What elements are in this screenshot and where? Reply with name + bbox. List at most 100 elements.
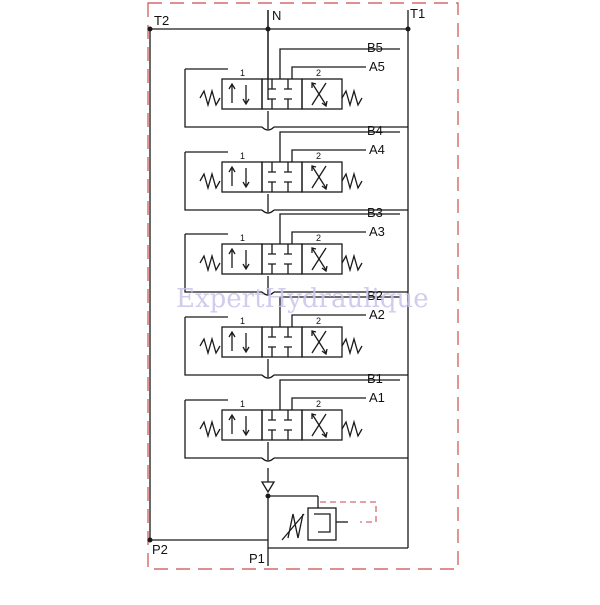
section-2-spool-box-2 <box>261 326 303 358</box>
section-1-crossover <box>261 457 275 462</box>
section-4-frame-left <box>184 152 262 211</box>
section-3-arrow-cross-2 <box>311 247 327 271</box>
port-label-t1: T1 <box>410 6 426 21</box>
position-label-left: 1 <box>240 151 246 161</box>
relief-valve-flow <box>314 513 331 533</box>
port-label-a: A5 <box>369 59 385 74</box>
section-2-block-3 <box>268 346 276 357</box>
section-4-block-1 <box>268 162 276 173</box>
section-2-frame-left <box>184 317 262 376</box>
section-2-port-a-line <box>291 314 366 327</box>
section-3-spring-left <box>199 253 221 273</box>
section-1-port-a-line <box>291 397 366 410</box>
watermark: ExpertHydraulique <box>176 284 429 314</box>
section-2-crossover <box>261 374 275 379</box>
position-label-left: 1 <box>240 68 246 78</box>
port-label-b: B2 <box>367 288 383 303</box>
section-1-arrow-down <box>242 416 250 437</box>
section-3-port-a-line <box>291 231 366 244</box>
section-1-frame-left <box>184 400 262 459</box>
section-5-arrow-down <box>242 85 250 106</box>
port-label-a: A2 <box>369 307 385 322</box>
section-1-arrow-cross-2 <box>311 413 327 437</box>
section-5-frame-left <box>184 69 262 128</box>
section-2-arrow-up <box>228 330 236 351</box>
section-5-spool-box-1 <box>221 78 263 110</box>
port-label-b: B3 <box>367 205 383 220</box>
section-5-crossover <box>261 126 275 131</box>
junction-dot <box>405 26 411 32</box>
section-4-port-b-line <box>279 131 400 162</box>
section-2-block-4 <box>284 346 292 357</box>
relief-valve-body <box>307 507 337 541</box>
port-label-p1: P1 <box>249 551 265 566</box>
port-label-a: A4 <box>369 142 385 157</box>
position-label-left: 1 <box>240 316 246 326</box>
section-5-block-4 <box>284 98 292 109</box>
section-5-block-3 <box>268 98 276 109</box>
section-2-port-b-line <box>279 296 400 327</box>
section-2-spring-right <box>341 336 363 356</box>
section-5-spring-left <box>199 88 221 108</box>
section-4-crossover <box>261 209 275 214</box>
position-label-left: 1 <box>240 233 246 243</box>
section-3-block-3 <box>268 263 276 274</box>
section-5-spring-right <box>341 88 363 108</box>
section-4-arrow-cross-2 <box>311 165 327 189</box>
section-4-block-3 <box>268 181 276 192</box>
section-5-block-2 <box>284 79 292 90</box>
port-label-a: A1 <box>369 390 385 405</box>
section-4-block-2 <box>284 162 292 173</box>
section-1-block-4 <box>284 429 292 440</box>
port-label-n: N <box>272 8 282 23</box>
section-2-block-1 <box>268 327 276 338</box>
section-4-arrow-up <box>228 165 236 186</box>
section-3-spring-right <box>341 253 363 273</box>
relief-spring <box>287 513 304 539</box>
section-3-arrow-up <box>228 247 236 268</box>
section-4-arrow-down <box>242 168 250 189</box>
section-1-spring-right <box>341 419 363 439</box>
section-5-port-a-line <box>291 66 366 79</box>
junction-dot <box>147 26 153 32</box>
section-5-arrow-cross-2 <box>311 82 327 106</box>
position-label-right: 2 <box>316 316 322 326</box>
section-3-port-b-line <box>279 213 400 244</box>
junction-dot <box>147 537 153 543</box>
section-1-spool-box-2 <box>261 409 303 441</box>
section-4-block-4 <box>284 181 292 192</box>
position-label-right: 2 <box>316 68 322 78</box>
section-2-arrow-down <box>242 333 250 354</box>
section-2-spring-left <box>199 336 221 356</box>
section-3-frame-left <box>184 234 262 293</box>
section-1-block-1 <box>268 410 276 421</box>
position-label-left: 1 <box>240 399 246 409</box>
section-1-arrow-up <box>228 413 236 434</box>
port-label-b: B4 <box>367 123 383 138</box>
section-4-spool-box-2 <box>261 161 303 193</box>
section-4-spool-box-3 <box>301 161 343 193</box>
section-3-block-2 <box>284 244 292 255</box>
section-3-crossover <box>261 291 275 296</box>
section-1-block-2 <box>284 410 292 421</box>
section-1-spool-box-1 <box>221 409 263 441</box>
section-3-spool-box-3 <box>301 243 343 275</box>
section-1-spool-box-3 <box>301 409 343 441</box>
relief-adjust-arrow <box>281 513 305 541</box>
position-label-right: 2 <box>316 151 322 161</box>
section-4-spring-right <box>341 171 363 191</box>
section-5-port-b-line <box>279 48 400 79</box>
section-3-spool-box-1 <box>221 243 263 275</box>
section-1-port-b-line <box>279 379 400 410</box>
section-5-spool-box-3 <box>301 78 343 110</box>
section-3-block-1 <box>268 244 276 255</box>
position-label-right: 2 <box>316 399 322 409</box>
port-label-b: B1 <box>367 371 383 386</box>
section-2-block-2 <box>284 327 292 338</box>
pilot-line <box>320 501 377 523</box>
section-4-spool-box-1 <box>221 161 263 193</box>
section-3-arrow-down <box>242 250 250 271</box>
position-label-right: 2 <box>316 233 322 243</box>
